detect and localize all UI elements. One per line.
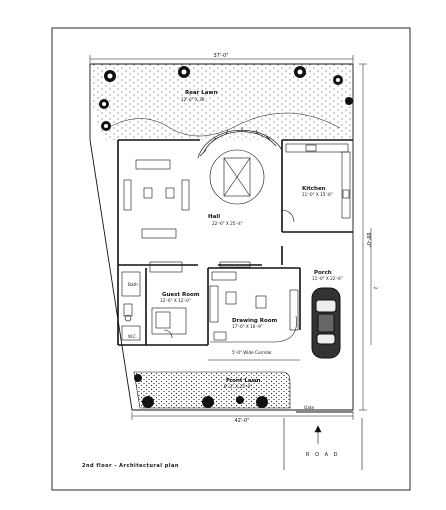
drawing-caption: 2nd floor - Architectural plan — [82, 463, 179, 469]
guest-room-name: Guest Room — [162, 292, 200, 298]
bath-fixtures — [121, 271, 141, 341]
gate-label: Gate — [304, 405, 314, 410]
corridor-label: 5'-0" Wide Corridor — [232, 350, 272, 355]
rear-lawn-name: Rear Lawn — [185, 90, 218, 96]
hall-furniture — [123, 149, 295, 268]
sheet-border — [51, 27, 411, 491]
road-label: R O A D — [306, 452, 339, 458]
porch-size: 11'-0" X 22'-6" — [312, 276, 343, 281]
guest-room-size: 12'-6" X 12'-0" — [160, 298, 191, 303]
drawing-room-furniture — [209, 271, 299, 343]
drawing-room-name: Drawing Room — [232, 318, 278, 324]
front-lawn-area — [133, 371, 291, 409]
car-icon — [311, 287, 341, 359]
bath-name: Bath — [128, 282, 138, 287]
drawing-room-size: 17'-0" X 16'-9" — [232, 324, 263, 329]
front-lawn-name: Front Lawn — [226, 378, 261, 384]
bottom-dimension — [131, 412, 354, 420]
kitchen-name: Kitchen — [302, 186, 326, 192]
main-walls — [117, 139, 353, 346]
road-lines — [283, 418, 363, 470]
front-lawn-size: 6'-3" X 25'-0" — [224, 384, 252, 389]
right-minor-label: 2 — [373, 287, 378, 290]
porch-name: Porch — [314, 270, 332, 276]
kitchen-fixtures — [285, 143, 351, 219]
top-dimension — [89, 55, 354, 63]
hall-size: 22'-6" X 25'-4" — [212, 221, 243, 226]
guest-room-furniture — [149, 261, 187, 339]
front-lawn-shrubs — [134, 374, 268, 408]
right-dimension-label: 88'-0" — [365, 232, 371, 247]
kitchen-size: 11'-0" X 15'-6" — [302, 192, 333, 197]
rear-lawn-size: 12'-0" X 36' — [181, 97, 206, 102]
wc-name: W.C. — [128, 334, 137, 339]
right-dimension — [359, 63, 372, 411]
top-dimension-label: 37'-0" — [213, 53, 228, 59]
north-arrow-icon — [314, 425, 322, 444]
hall-name: Hall — [208, 214, 220, 220]
bottom-dimension-label: 42'-0" — [234, 418, 249, 424]
staircase — [197, 127, 283, 159]
rear-lawn-area — [90, 64, 353, 140]
